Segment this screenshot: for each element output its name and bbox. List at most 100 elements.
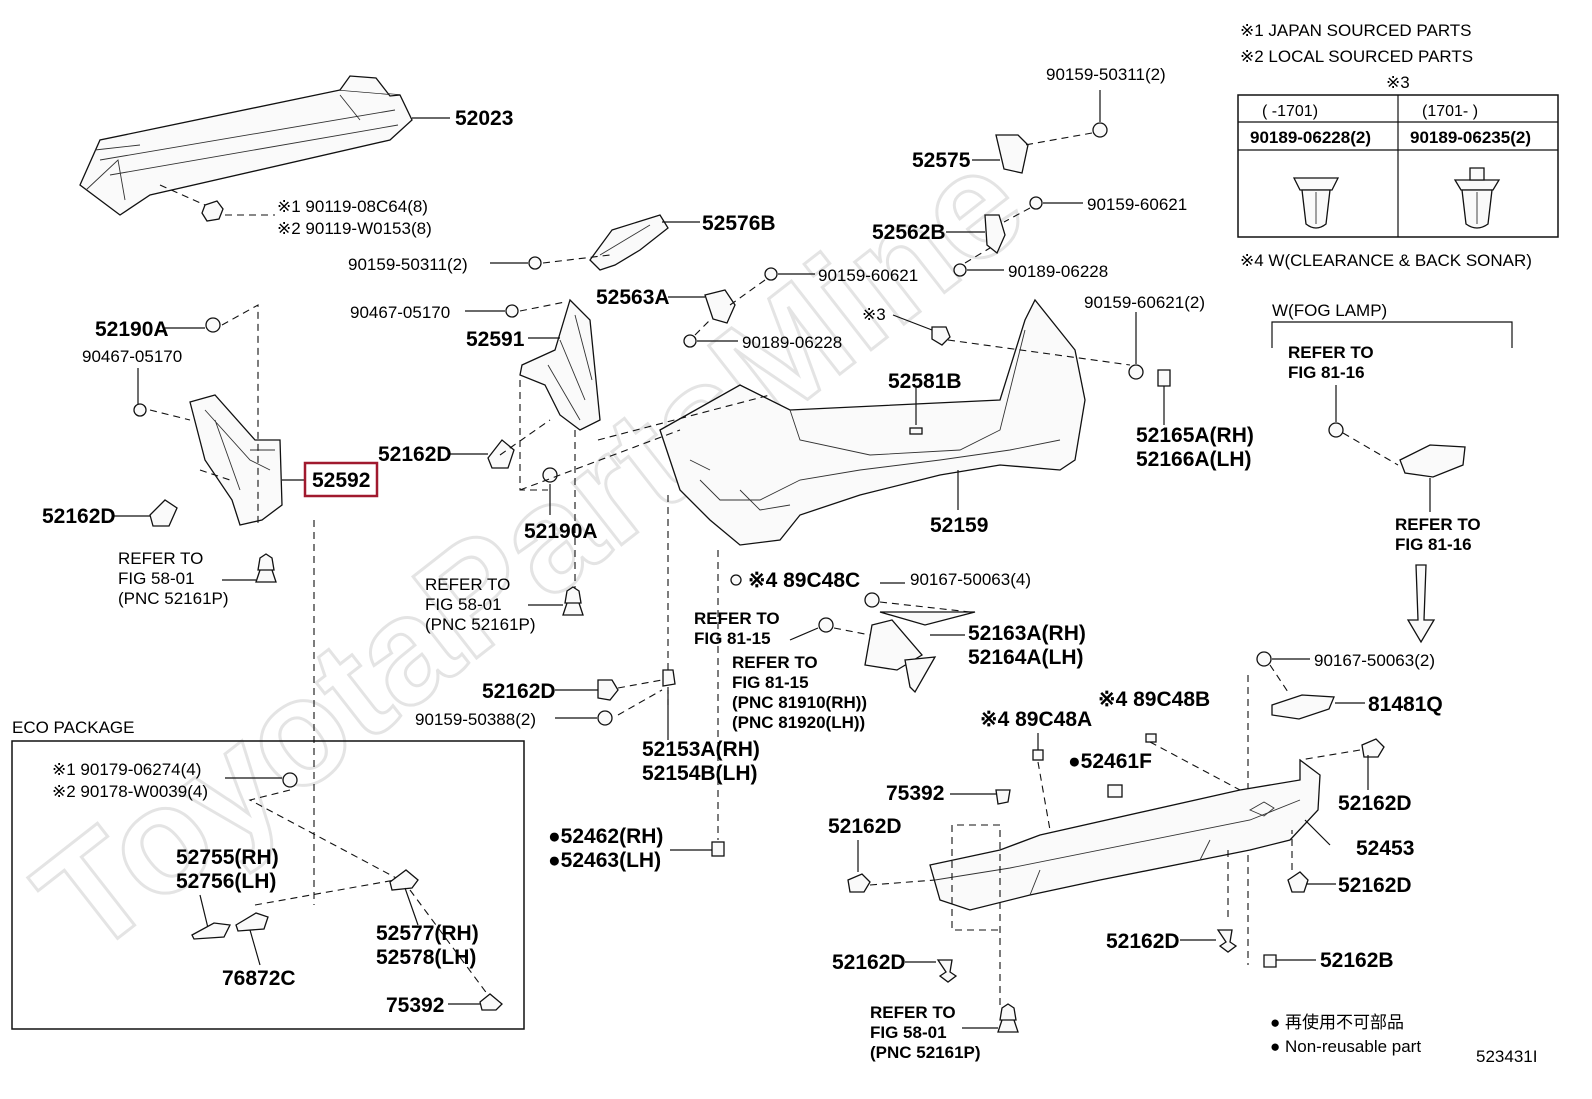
label-90167-50063-2: 90167-50063(2) <box>1314 651 1435 670</box>
bolt-icon <box>528 256 542 270</box>
ref-8115a-1: REFER TO <box>694 609 780 628</box>
clip-icon <box>1361 738 1385 758</box>
sensor-icon <box>1145 733 1157 743</box>
ref-8115a-2: FIG 81-15 <box>694 629 771 648</box>
clip-icon <box>1453 167 1501 229</box>
ref-bot-1: REFER TO <box>870 1003 956 1022</box>
non-reusable-en: ● Non-reusable part <box>1270 1037 1421 1056</box>
label-52162b: 52162B <box>1320 949 1394 972</box>
pin-icon <box>936 959 958 983</box>
label-52190a-top: 52190A <box>95 318 169 341</box>
eco-package-title: ECO PACKAGE <box>12 718 135 737</box>
bracket-52153a: 52162D 90159-50388(2) 52153A(RH) 52154B(… <box>415 669 760 872</box>
label-90159-60621-c: 90159-60621(2) <box>1084 293 1205 312</box>
label-52581b: 52581B <box>888 370 962 393</box>
label-90159-50311-top: 90159-50311(2) <box>1046 65 1166 84</box>
label-eco-52756: 52756(LH) <box>176 870 276 893</box>
bolt-icon <box>1256 651 1272 667</box>
label-52190a-mid: 52190A <box>524 520 598 543</box>
label-52164a: 52164A(LH) <box>968 646 1084 669</box>
label-89c48b: ※4 89C48B <box>1098 688 1210 711</box>
legend-col1-part: 90189-06228(2) <box>1250 128 1371 147</box>
legend-note-3: ※3 <box>1386 73 1410 92</box>
label-89c48a: ※4 89C48A <box>980 708 1092 731</box>
cap-icon <box>1107 784 1123 798</box>
label-90119-08c64: ※1 90119-08C64(8) <box>277 197 428 216</box>
pad-52755 <box>191 922 231 940</box>
bolt-icon <box>1092 122 1108 138</box>
label-90189-06228-a: 90189-06228 <box>742 333 842 352</box>
clip-icon <box>1292 177 1340 229</box>
legend: ※1 JAPAN SOURCED PARTS ※2 LOCAL SOURCED … <box>1237 21 1559 270</box>
label-90159-60621-a: 90159-60621 <box>818 266 918 285</box>
ref-8115b-3: (PNC 81910(RH)) <box>732 693 867 712</box>
bumper-cover-52159: 52581B 52159 ※3 90159-60621(2) 52165A(RH… <box>519 293 1254 840</box>
clip-icon <box>505 304 519 318</box>
label-89c48c: ※4 89C48C <box>748 569 860 592</box>
label-note3-clip: ※3 <box>862 305 886 324</box>
label-52462: ●52462(RH) <box>548 825 663 848</box>
label-90159-50388: 90159-50388(2) <box>415 710 536 729</box>
clip-icon <box>597 679 619 701</box>
bracket-52591: 52576B 90159-50311(2) 90467-05170 52591 … <box>348 212 776 634</box>
label-90159-50311-mid: 90159-50311(2) <box>348 255 468 274</box>
label-52162d-f: 52162D <box>1338 874 1412 897</box>
sensor-icon <box>1032 749 1044 761</box>
bolt-icon <box>1029 196 1043 210</box>
fog-ref-bottom-2: FIG 81-16 <box>1395 535 1472 554</box>
label-52162d-e: 52162D <box>828 815 902 838</box>
legend-note-2: ※2 LOCAL SOURCED PARTS <box>1240 47 1473 66</box>
lower-mid-parts: ※4 89C48C 90167-50063(4) 52163A(RH) 5216… <box>694 569 1086 732</box>
legend-note-4: ※4 W(CLEARANCE & BACK SONAR) <box>1240 251 1532 270</box>
label-52166a: 52166A(LH) <box>1136 448 1252 471</box>
label-90189-06228-b: 90189-06228 <box>1008 262 1108 281</box>
label-52576b: 52576B <box>702 212 776 235</box>
ref-bot-2: FIG 58-01 <box>870 1023 947 1042</box>
fog-ref-top-2: FIG 81-16 <box>1288 363 1365 382</box>
label-90467-left: 90467-05170 <box>82 347 182 366</box>
ref-8115b-4: (PNC 81920(LH)) <box>732 713 865 732</box>
bolt-icon <box>764 267 778 281</box>
bracket-52576b <box>589 214 669 271</box>
label-52163a: 52163A(RH) <box>968 622 1086 645</box>
bracket-52575: 52575 90159-50311(2) <box>912 65 1166 174</box>
reflector-icon <box>1157 369 1171 387</box>
pin-icon <box>562 586 584 616</box>
reinforcement-52023: 52023 <box>79 75 513 216</box>
label-52153a: 52153A(RH) <box>642 738 760 761</box>
label-90167-50063-4: 90167-50063(4) <box>910 570 1031 589</box>
label-52162d-g: 52162D <box>1106 930 1180 953</box>
label-52592: 52592 <box>312 469 370 492</box>
bolt-icon <box>597 710 613 726</box>
clip-icon <box>1287 871 1309 893</box>
ref-left-1: REFER TO <box>118 549 203 568</box>
pad-76872c <box>235 912 269 932</box>
label-90119-w0153: ※2 90119-W0153(8) <box>277 219 432 238</box>
label-52162d-left: 52162D <box>42 505 116 528</box>
label-eco-52577: 52577(RH) <box>376 922 479 945</box>
label-81481q: 81481Q <box>1368 693 1443 716</box>
cap-icon <box>711 841 725 857</box>
fog-lamp-icon <box>1399 444 1466 478</box>
label-52023: 52023 <box>455 107 513 130</box>
label-52162d-c: 52162D <box>482 680 556 703</box>
ref-8115b-1: REFER TO <box>732 653 818 672</box>
ref-left-2: FIG 58-01 <box>118 569 195 588</box>
label-52453: 52453 <box>1356 837 1414 860</box>
label-52162d-h: 52162D <box>832 951 906 974</box>
label-52162d-mid: 52162D <box>378 443 452 466</box>
clip-icon <box>133 403 147 417</box>
label-52154b: 52154B(LH) <box>642 762 758 785</box>
fog-lamp-title: W(FOG LAMP) <box>1272 301 1387 320</box>
fog-lamp-group: W(FOG LAMP) REFER TO FIG 81-16 REFER TO … <box>1271 301 1513 644</box>
label-52461f: ●52461F <box>1068 750 1152 773</box>
legend-col2-part: 90189-06235(2) <box>1410 128 1531 147</box>
non-reusable-jp: ● 再使用不可部品 <box>1270 1012 1404 1032</box>
footer: ● 再使用不可部品 ● Non-reusable part 523431I <box>1270 1012 1537 1066</box>
ref-mid-2: FIG 58-01 <box>425 595 502 614</box>
cap-icon <box>1263 954 1277 968</box>
legend-col1-header: ( -1701) <box>1262 103 1318 120</box>
label-52159: 52159 <box>930 514 988 537</box>
label-52591: 52591 <box>466 328 525 351</box>
